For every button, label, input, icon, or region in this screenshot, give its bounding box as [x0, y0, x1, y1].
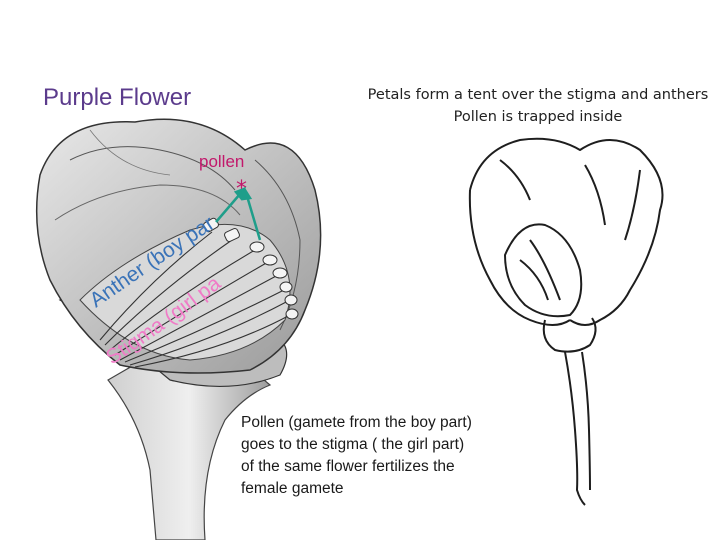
- pollen-transfer-arrows: [215, 186, 262, 241]
- tent-caption-line-2: Pollen is trapped inside: [453, 109, 623, 125]
- tent-caption-line-1: Petals form a tent over the stigma and a…: [367, 87, 709, 103]
- tent-caption: Petals form a tent over the stigma and a…: [356, 84, 720, 128]
- page-title: Purple Flower: [43, 84, 192, 111]
- fertilization-caption: Pollen (gamete from the boy part) goes t…: [241, 414, 472, 497]
- pollen-label: pollen: [199, 152, 245, 171]
